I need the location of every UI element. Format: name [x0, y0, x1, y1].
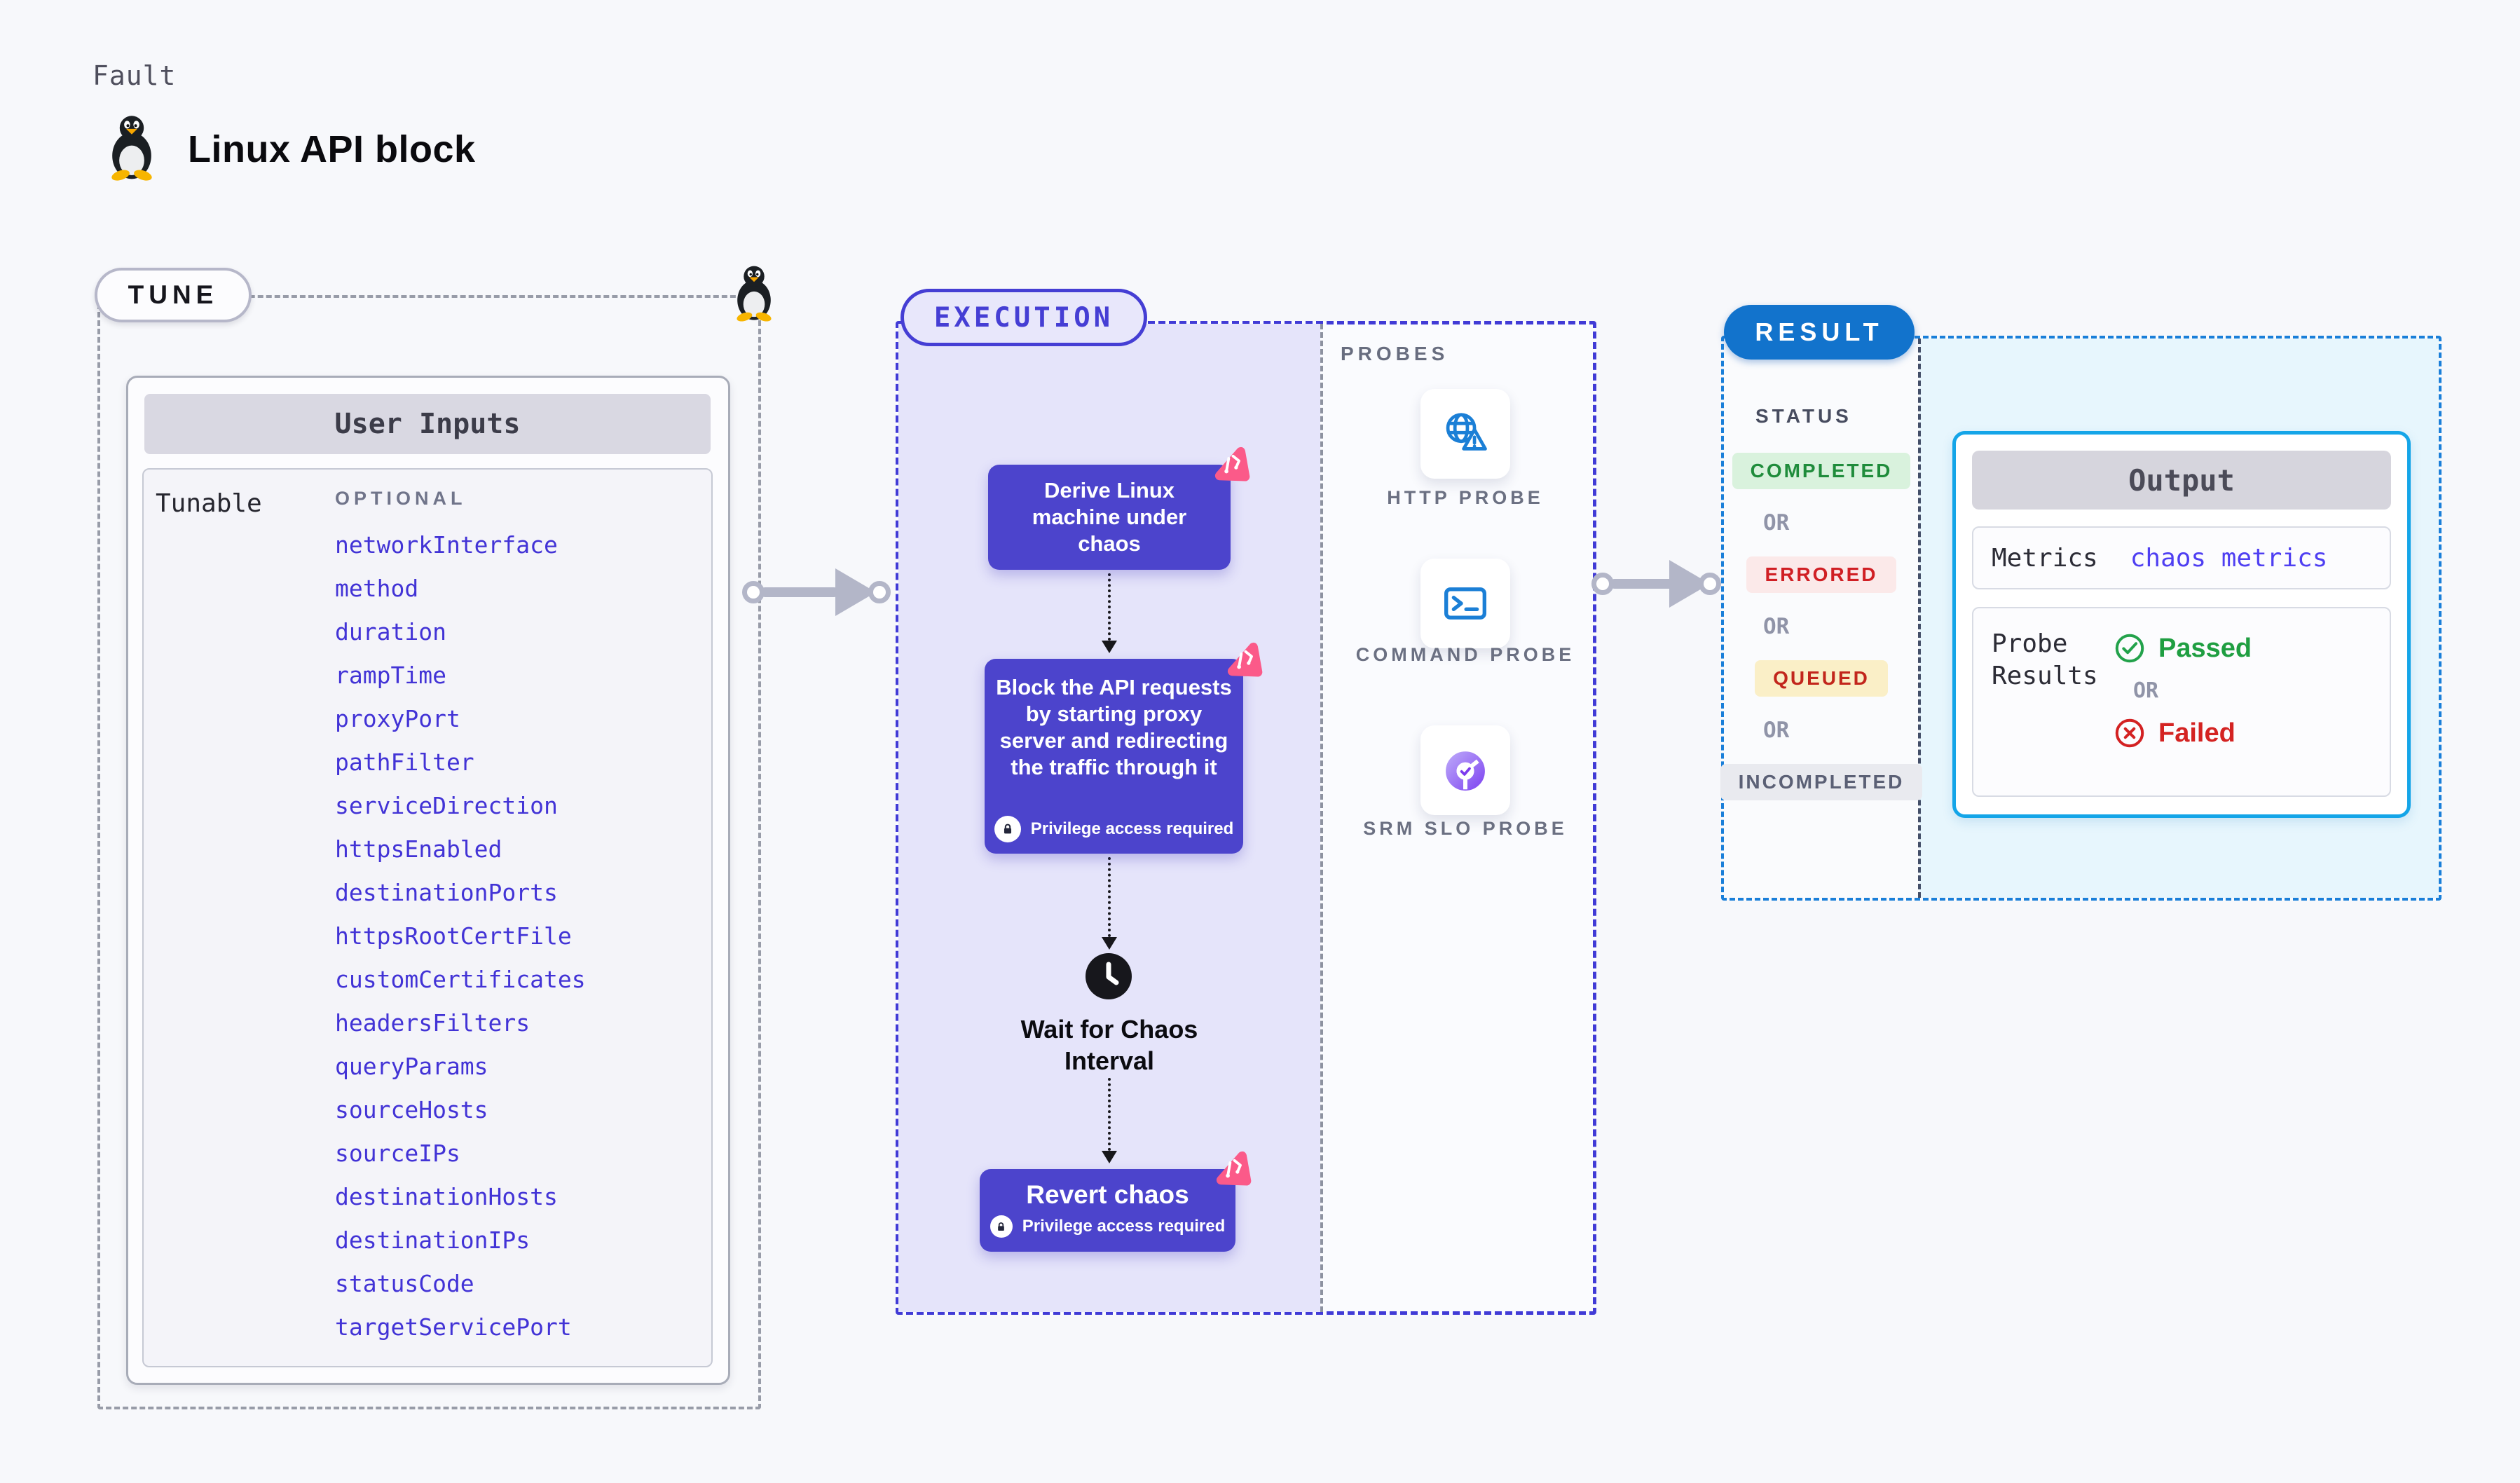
tunable-param: destinationHosts — [335, 1183, 558, 1210]
wait-for-chaos-interval-label: Wait for Chaos Interval — [1020, 1015, 1198, 1075]
tunable-param: networkInterface — [335, 531, 558, 559]
metrics-value-link: chaos metrics — [2130, 543, 2328, 573]
arrow-shaft — [760, 587, 839, 597]
failed-result: Failed — [2114, 717, 2252, 749]
failed-label: Failed — [2158, 718, 2235, 748]
step-revert-chaos: Revert chaos Privilege access required — [980, 1169, 1235, 1252]
linux-tux-icon — [737, 266, 772, 322]
tunables-panel — [142, 468, 713, 1367]
flow-arrow-head-icon — [1102, 1151, 1117, 1163]
flow-connector — [1108, 573, 1111, 641]
status-badge-queued: QUEUED — [1755, 660, 1888, 697]
tunable-param: queryParams — [335, 1053, 488, 1080]
check-circle-icon — [2115, 634, 2144, 663]
status-output-divider — [1918, 339, 1921, 898]
execution-probes-divider — [1320, 324, 1323, 1312]
metrics-label: Metrics — [1992, 543, 2098, 573]
lock-icon — [994, 816, 1021, 842]
http-probe-card — [1420, 389, 1510, 479]
step-block-api: Block the API requests by starting proxy… — [985, 659, 1243, 854]
srm-slo-probe-label: SRM SLO PROBE — [1363, 818, 1568, 839]
terminal-icon — [1444, 587, 1486, 620]
tunable-param: customCertificates — [335, 966, 586, 993]
http-probe-label: HTTP PROBE — [1387, 487, 1544, 508]
tunable-param: method — [335, 575, 419, 602]
status-badge-list: COMPLETED OR ERRORED OR QUEUED OR INCOMP… — [1720, 453, 1923, 800]
connector-dot — [1699, 573, 1721, 595]
output-card-title: Output — [1972, 451, 2391, 510]
chaos-fault-icon — [1216, 1151, 1252, 1186]
probe-results-row: Probe Results Passed OR Failed — [1972, 607, 2391, 797]
step-text: Block the API requests by starting proxy… — [996, 675, 1232, 779]
tunable-param: serviceDirection — [335, 792, 558, 819]
tune-section-pill: TUNE — [95, 268, 252, 322]
tunable-param: sourceHosts — [335, 1096, 488, 1123]
flow-connector — [1108, 1078, 1111, 1151]
tune-section-outline — [97, 295, 761, 1409]
tunable-param: destinationPorts — [335, 879, 558, 906]
status-badge-completed: COMPLETED — [1732, 453, 1911, 489]
srm-slo-probe-card — [1420, 725, 1510, 815]
tunable-param: rampTime — [335, 662, 446, 689]
privilege-required-label: Privilege access required — [1030, 819, 1234, 838]
tunable-param: pathFilter — [335, 749, 474, 776]
command-probe-card — [1420, 559, 1510, 648]
passed-result: Passed — [2114, 632, 2252, 664]
probes-section-label: PROBES — [1341, 343, 1449, 364]
or-separator: OR — [1763, 510, 1790, 535]
tunable-param-list: networkInterface method duration rampTim… — [335, 524, 699, 1349]
execution-section-pill: EXECUTION — [901, 289, 1147, 346]
flow-arrow-head-icon — [1102, 641, 1117, 653]
step-text: Revert chaos — [1026, 1180, 1189, 1209]
or-separator: OR — [2133, 678, 2159, 703]
result-section-pill: RESULT — [1724, 305, 1915, 360]
tunable-param: sourceIPs — [335, 1140, 460, 1167]
privilege-required-label: Privilege access required — [1022, 1217, 1226, 1236]
x-circle-icon — [2115, 718, 2144, 748]
optional-tag: OPTIONAL — [335, 488, 467, 509]
tunable-param: duration — [335, 618, 446, 645]
or-separator: OR — [1763, 614, 1790, 639]
user-inputs-title: User Inputs — [144, 394, 711, 454]
tunable-param: destinationIPs — [335, 1226, 530, 1254]
probe-results-values: Passed OR Failed — [2114, 632, 2252, 749]
metrics-row: Metrics chaos metrics — [1972, 526, 2391, 589]
connector-dot — [868, 581, 891, 603]
fault-kicker: Fault — [93, 60, 177, 91]
lock-icon — [989, 1215, 1013, 1238]
tunable-param: httpsRootCertFile — [335, 922, 572, 950]
slo-donut-icon — [1446, 751, 1485, 791]
privilege-required-badge: Privilege access required — [985, 816, 1243, 842]
passed-label: Passed — [2158, 633, 2252, 663]
probe-results-label: Probe Results — [1992, 629, 2098, 690]
tunable-param: statusCode — [335, 1270, 474, 1297]
clock-icon — [1086, 953, 1132, 999]
chaos-fault-icon — [1227, 642, 1263, 677]
arrow-shaft — [1610, 579, 1674, 589]
globe-alert-icon — [1446, 413, 1487, 451]
linux-tux-icon — [111, 116, 152, 181]
tunable-param: httpsEnabled — [335, 835, 502, 863]
privilege-required-badge: Privilege access required — [980, 1215, 1235, 1238]
tunable-param: targetServicePort — [335, 1313, 572, 1341]
tunable-row-label: Tunable — [156, 489, 262, 518]
chaos-fault-icon — [1214, 446, 1250, 481]
flow-arrow-head-icon — [1102, 937, 1117, 950]
status-badge-errored: ERRORED — [1746, 556, 1896, 593]
flow-connector — [1108, 857, 1111, 937]
tunable-param: headersFilters — [335, 1009, 530, 1037]
tunable-param: proxyPort — [335, 705, 460, 732]
status-badge-incompleted: INCOMPLETED — [1720, 764, 1923, 800]
status-column-label: STATUS — [1755, 405, 1852, 427]
step-derive-machine: Derive Linux machine under chaos — [988, 465, 1231, 570]
page-title: Linux API block — [188, 128, 476, 170]
command-probe-label: COMMAND PROBE — [1355, 644, 1575, 665]
or-separator: OR — [1763, 718, 1790, 743]
